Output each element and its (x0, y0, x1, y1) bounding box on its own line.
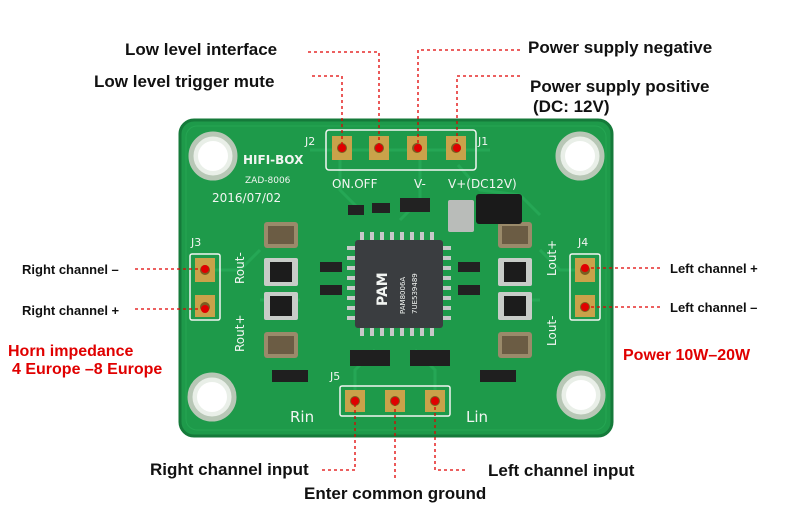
label-power-supply-negative: Power supply negative (528, 38, 713, 57)
silk-on-off: ON.OFF (332, 177, 378, 191)
amplifier-chip: PAM PAM8006A 7UE539489 (347, 232, 451, 336)
label-right-channel-input: Right channel input (150, 460, 309, 479)
silk-v-minus: V- (414, 177, 426, 191)
silk-rout-minus: Rout- (233, 252, 247, 284)
note-power-range: Power 10W–20W (623, 347, 751, 364)
silk-lout-plus: Lout+ (545, 240, 559, 276)
label-right-channel-plus: Right channel + (22, 303, 120, 318)
label-left-channel-plus: Left channel + (670, 261, 758, 276)
note-horn-impedance: Horn impedance (8, 343, 134, 360)
silk-j4: J4 (577, 236, 588, 249)
silk-j1: J1 (477, 135, 488, 148)
label-left-channel-minus: Left channel – (670, 300, 758, 315)
silk-date: 2016/07/02 (212, 191, 281, 205)
silk-lin: Lin (466, 408, 488, 426)
smd-components (264, 194, 532, 382)
label-power-supply-positive: Power supply positive (530, 77, 710, 96)
top-header-outline (325, 129, 477, 171)
mounting-holes (187, 131, 606, 422)
callout-lines (135, 49, 660, 478)
label-right-channel-minus: Right channel – (22, 262, 119, 277)
silk-j2: J2 (304, 135, 315, 148)
label-power-supply-positive-dc: (DC: 12V) (533, 97, 610, 116)
chip-part-number: PAM8006A (399, 277, 407, 314)
callout-markers (201, 144, 589, 405)
silk-rout-plus: Rout+ (233, 314, 247, 352)
label-low-level-interface: Low level interface (125, 40, 278, 59)
silk-rin: Rin (290, 408, 314, 426)
silk-model: ZAD-8006 (245, 176, 291, 186)
chip-logo: PAM (375, 272, 391, 306)
silk-lout-minus: Lout- (545, 316, 559, 346)
note-horn-impedance-range: 4 Europe –8 Europe (12, 361, 163, 378)
silk-v-plus: V+(DC12V) (448, 177, 517, 191)
chip-date-code: 7UE539489 (411, 273, 419, 314)
silk-j5: J5 (329, 370, 340, 383)
silk-brand: HIFI-BOX (243, 153, 304, 167)
silk-j3: J3 (190, 236, 201, 249)
label-enter-common-ground: Enter common ground (304, 484, 487, 503)
label-low-level-trigger-mute: Low level trigger mute (94, 72, 275, 91)
silkscreen: J2 J1 HIFI-BOX ZAD-8006 2016/07/02 ON.OF… (190, 135, 588, 426)
label-left-channel-input: Left channel input (488, 461, 635, 480)
